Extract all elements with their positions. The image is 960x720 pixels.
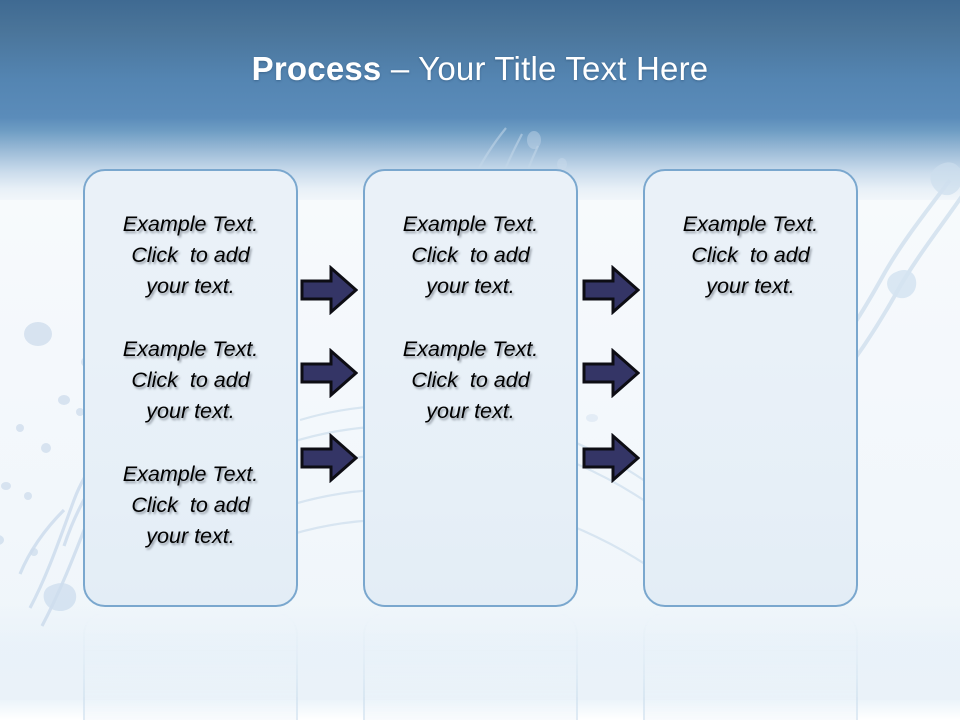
text-line: your text. xyxy=(146,524,235,548)
right-arrow-icon[interactable] xyxy=(582,348,640,398)
text-line: your text. xyxy=(426,274,515,298)
slide-title-rest: – Your Title Text Here xyxy=(381,50,709,87)
text-block[interactable]: Example Text. Click to add your text. xyxy=(95,459,286,552)
text-block[interactable]: Example Text. Click to add your text. xyxy=(375,209,566,302)
text-line: your text. xyxy=(706,274,795,298)
text-line: Click to add xyxy=(691,243,810,267)
process-box-3-content: Example Text. Click to add your text. xyxy=(655,209,846,302)
text-line: Click to add xyxy=(131,493,250,517)
process-box-2-reflection xyxy=(363,612,578,720)
right-arrow-icon[interactable] xyxy=(300,348,358,398)
text-line: your text. xyxy=(146,274,235,298)
text-line: Example Text. xyxy=(122,462,259,486)
text-line: Click to add xyxy=(411,368,530,392)
text-block[interactable]: Example Text. Click to add your text. xyxy=(375,334,566,427)
text-line: Click to add xyxy=(131,368,250,392)
process-box-1-content: Example Text. Click to add your text. Ex… xyxy=(95,209,286,552)
slide-title-bold: Process xyxy=(251,50,382,87)
text-block[interactable]: Example Text. Click to add your text. xyxy=(95,209,286,302)
right-arrow-icon[interactable] xyxy=(582,265,640,315)
text-block[interactable]: Example Text. Click to add your text. xyxy=(655,209,846,302)
text-line: your text. xyxy=(146,399,235,423)
text-line: Example Text. xyxy=(122,212,259,236)
text-line: Click to add xyxy=(411,243,530,267)
slide-title: Process – Your Title Text Here xyxy=(0,49,960,89)
process-box-3[interactable]: Example Text. Click to add your text. xyxy=(643,169,858,607)
text-line: your text. xyxy=(426,399,515,423)
process-box-1[interactable]: Example Text. Click to add your text. Ex… xyxy=(83,169,298,607)
text-line: Example Text. xyxy=(682,212,819,236)
process-box-2[interactable]: Example Text. Click to add your text. Ex… xyxy=(363,169,578,607)
text-line: Example Text. xyxy=(402,212,539,236)
text-line: Example Text. xyxy=(122,337,259,361)
text-block[interactable]: Example Text. Click to add your text. xyxy=(95,334,286,427)
process-box-2-content: Example Text. Click to add your text. Ex… xyxy=(375,209,566,427)
right-arrow-icon[interactable] xyxy=(300,433,358,483)
process-box-1-reflection xyxy=(83,612,298,720)
text-line: Click to add xyxy=(131,243,250,267)
process-box-3-reflection xyxy=(643,612,858,720)
right-arrow-icon[interactable] xyxy=(300,265,358,315)
right-arrow-icon[interactable] xyxy=(582,433,640,483)
text-line: Example Text. xyxy=(402,337,539,361)
